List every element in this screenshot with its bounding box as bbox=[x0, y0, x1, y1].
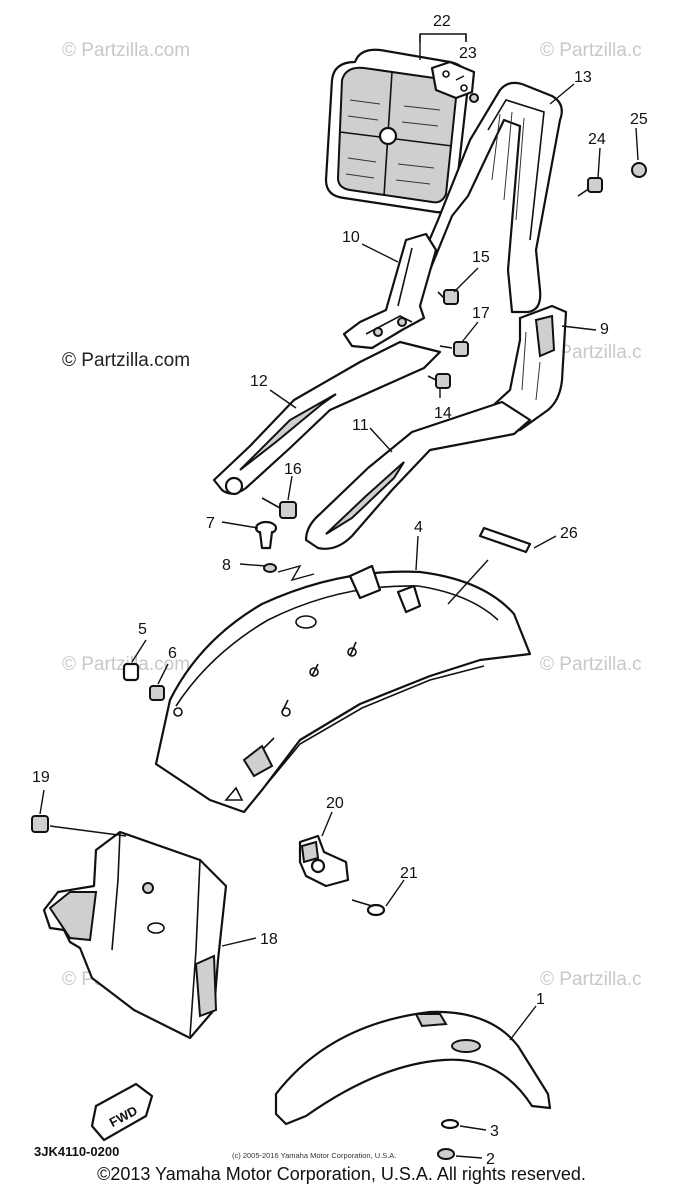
nut-2 bbox=[437, 1148, 455, 1160]
fwd-tag: FWD bbox=[90, 1082, 154, 1142]
bolt-14 bbox=[427, 373, 451, 389]
rear-cover bbox=[484, 304, 568, 432]
bolt-7 bbox=[254, 520, 278, 550]
callout-5: 5 bbox=[138, 621, 147, 638]
callout-8: 8 bbox=[222, 557, 231, 574]
hardware bbox=[31, 162, 647, 1160]
leader-lines bbox=[39, 33, 639, 1159]
label-strip bbox=[478, 526, 532, 554]
reflector-bracket bbox=[298, 834, 350, 888]
backrest-bracket bbox=[430, 60, 479, 103]
screw-21 bbox=[351, 899, 386, 917]
callout-19: 19 bbox=[32, 769, 50, 786]
watermark-top-left: © Partzilla.com bbox=[62, 40, 190, 61]
backrest-frame bbox=[418, 81, 563, 314]
watermark-lower-right: © Partzilla.c bbox=[540, 654, 642, 675]
callout-12: 12 bbox=[250, 373, 268, 390]
callout-24: 24 bbox=[588, 131, 606, 148]
copyright-notice: ©2013 Yamaha Motor Corporation, U.S.A. A… bbox=[97, 1164, 586, 1184]
callout-14: 14 bbox=[434, 405, 452, 422]
fender-flap bbox=[42, 830, 228, 1040]
callout-26: 26 bbox=[560, 525, 578, 542]
callout-20: 20 bbox=[326, 795, 344, 812]
callout-1: 1 bbox=[536, 991, 545, 1008]
callout-17: 17 bbox=[472, 305, 490, 322]
front-fender bbox=[274, 1010, 552, 1126]
bolt-5 bbox=[122, 662, 140, 682]
nut-25 bbox=[631, 162, 647, 178]
watermark-mid-right: © Partzilla.c bbox=[540, 342, 642, 363]
callout-3: 3 bbox=[490, 1123, 499, 1140]
bolt-19 bbox=[31, 815, 49, 833]
callout-15: 15 bbox=[472, 249, 490, 266]
grab-rail-left bbox=[212, 340, 442, 496]
bolt-15 bbox=[437, 289, 459, 305]
callout-9: 9 bbox=[600, 321, 609, 338]
callout-16: 16 bbox=[284, 461, 302, 478]
callout-6: 6 bbox=[168, 645, 177, 662]
bolt-17 bbox=[439, 341, 469, 357]
callout-4: 4 bbox=[414, 519, 423, 536]
callout-23: 23 bbox=[459, 45, 477, 62]
rear-fender bbox=[154, 564, 532, 814]
callout-13: 13 bbox=[574, 69, 592, 86]
grab-rail-right bbox=[304, 400, 532, 550]
watermark-mid-left: © Partzilla.com bbox=[62, 350, 190, 371]
nut-8 bbox=[263, 563, 277, 573]
bolt-24 bbox=[577, 177, 603, 197]
callout-10: 10 bbox=[342, 229, 360, 246]
callout-22: 22 bbox=[433, 13, 451, 30]
callout-25: 25 bbox=[630, 111, 648, 128]
callout-11: 11 bbox=[352, 417, 369, 434]
small-copyright: (c) 2005-2016 Yamaha Motor Corporation, … bbox=[232, 1151, 396, 1160]
callout-numbers: 22 23 13 25 24 10 15 17 9 12 14 11 16 7 … bbox=[32, 13, 648, 1168]
side-bracket bbox=[342, 232, 438, 350]
watermark-bottom-right: © Partzilla.c bbox=[540, 969, 642, 990]
diagram-code: 3JK4110-0200 bbox=[34, 1144, 119, 1159]
callout-21: 21 bbox=[400, 865, 418, 882]
bolt-16 bbox=[261, 497, 297, 519]
nut-6 bbox=[149, 685, 165, 701]
backrest-pad bbox=[324, 48, 470, 214]
callout-7: 7 bbox=[206, 515, 215, 532]
callout-18: 18 bbox=[260, 931, 278, 948]
washer-3 bbox=[440, 1118, 460, 1130]
watermark-top-right: © Partzilla.c bbox=[540, 40, 642, 61]
callout-2: 2 bbox=[486, 1151, 495, 1168]
